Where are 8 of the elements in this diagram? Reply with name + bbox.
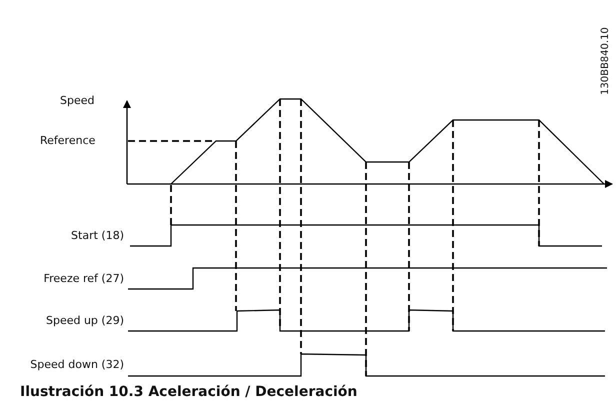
figure-code: 130BB840.10 [599, 27, 612, 95]
signal-label: Freeze ref (27) [44, 272, 124, 285]
signal-label: Speed up (29) [46, 314, 124, 327]
signal-label: Start (18) [71, 229, 124, 242]
axis-label: Reference [40, 134, 96, 147]
axis-label: Speed [60, 94, 94, 107]
figure-caption: Ilustración 10.3 Aceleración / Deceleración [20, 384, 358, 401]
signal-label: Speed down (32) [30, 358, 124, 371]
